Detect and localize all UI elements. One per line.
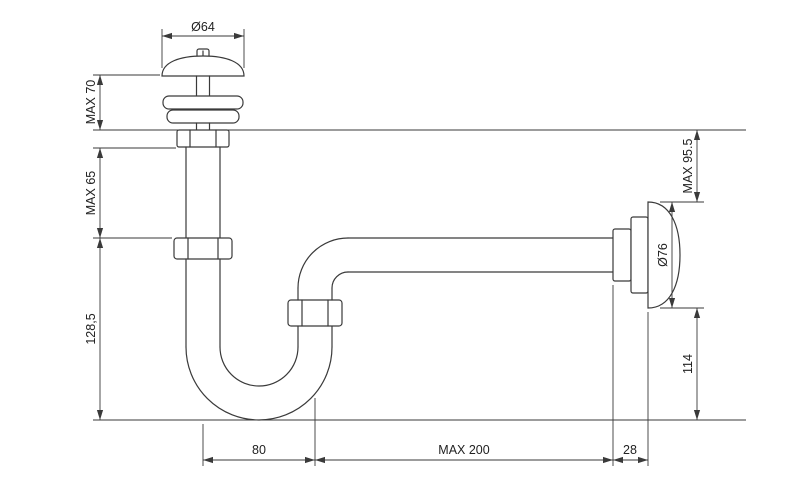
ubend-inner-arc	[219, 346, 299, 387]
tailpiece-tube	[173, 146, 233, 260]
dim-label-max955: MAX 95.5	[681, 139, 695, 194]
upper-washer	[162, 95, 244, 110]
extension-lines	[93, 29, 746, 466]
horizontal-outlet-pipe	[347, 237, 614, 273]
dim-label-max200: MAX 200	[438, 443, 489, 457]
plug-dome-cap	[161, 55, 245, 77]
flange-ring-large	[630, 216, 649, 294]
drain-plug-assembly	[161, 48, 245, 148]
riser-nut	[287, 299, 343, 327]
siphon-part-views	[161, 48, 681, 421]
dim-label-max65: MAX 65	[84, 171, 98, 216]
ubend-outer-arc	[185, 346, 333, 421]
elbow-inner-arc	[331, 271, 349, 289]
locknut	[176, 129, 230, 148]
dimension-labels: Ø64 MAX 70 MAX 65 128,5 MAX 95.5 Ø76 114…	[84, 20, 695, 457]
dim-label-max70: MAX 70	[84, 80, 98, 125]
dim-label-flange-diameter: Ø76	[656, 243, 670, 267]
p-trap-bend	[185, 237, 349, 421]
dimension-lines	[96, 32, 701, 464]
dim-label-cap-diameter: Ø64	[191, 20, 215, 34]
dim-label-rosette-depth: 28	[623, 443, 637, 457]
dim-label-trap-depth: 128,5	[84, 313, 98, 344]
coupling-nut	[173, 237, 233, 260]
dim-label-outlet-height: 114	[681, 354, 695, 374]
lower-washer	[166, 109, 240, 124]
flange-ring-small	[612, 228, 632, 282]
dim-label-trap-offset: 80	[252, 443, 266, 457]
elbow-outer-arc	[297, 237, 349, 289]
